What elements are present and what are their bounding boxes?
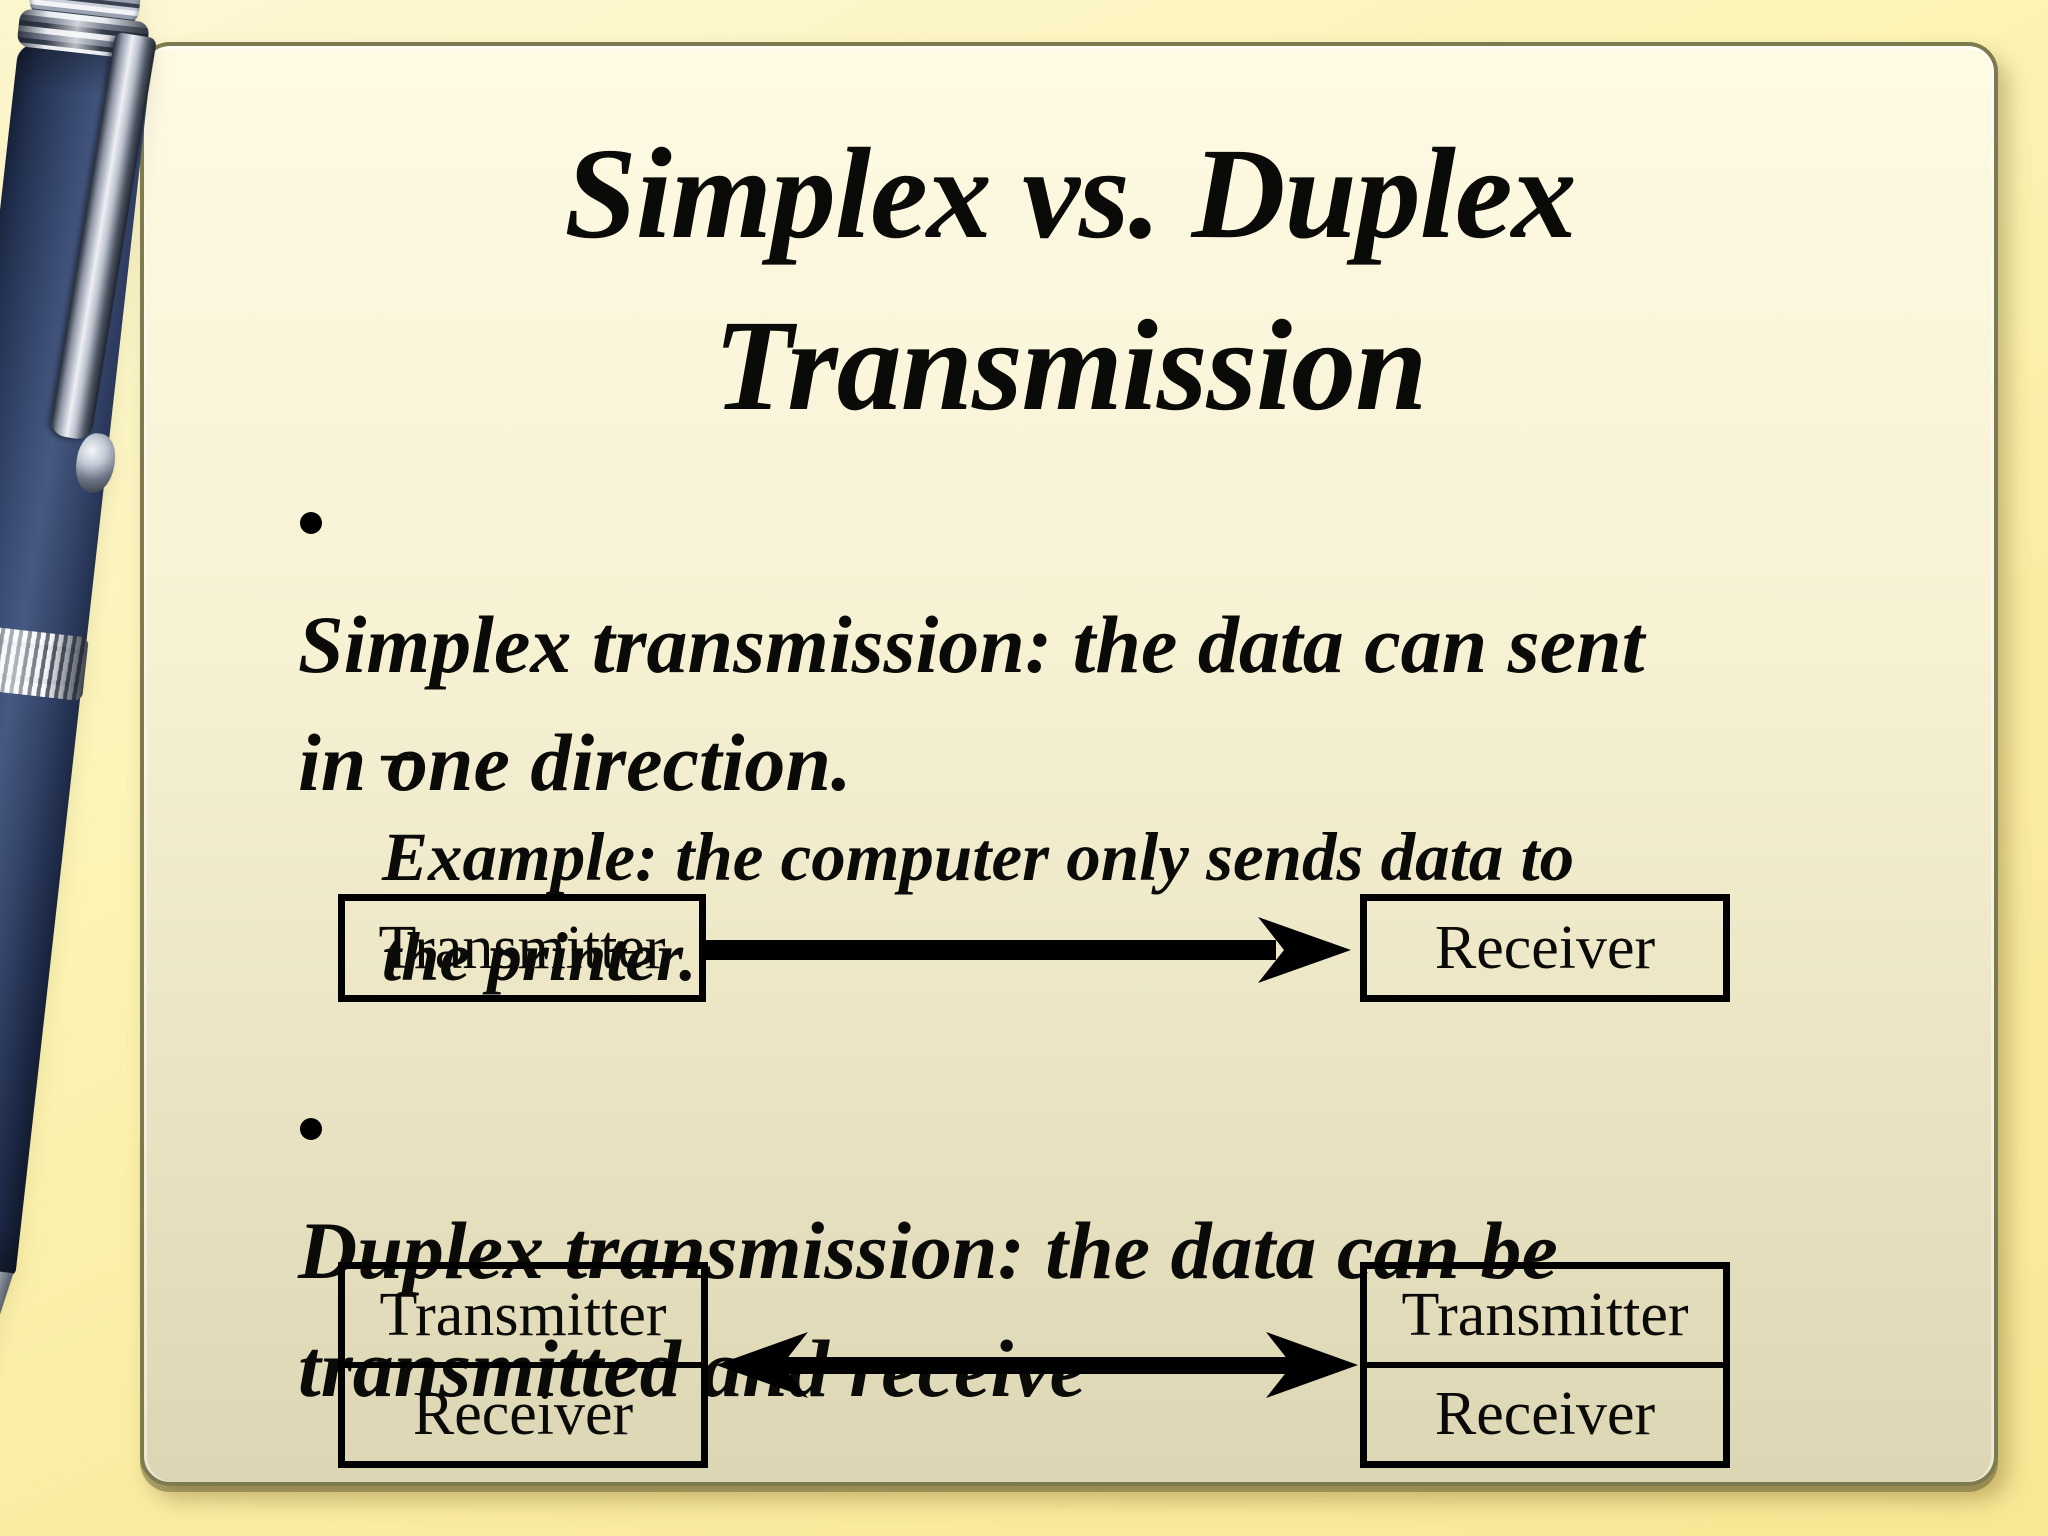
simplex-receiver-label: Receiver xyxy=(1434,913,1656,982)
pen-tip-knurl-ring xyxy=(0,1314,2,1350)
simplex-receiver-box: Receiver xyxy=(1360,894,1730,1002)
duplex-double-arrow xyxy=(716,1332,1358,1398)
bullet-simplex-line1: Simplex transmission: the data can sent xyxy=(298,599,1645,690)
duplex-left-transmitter-cell: Transmitter xyxy=(345,1269,701,1362)
simplex-transmitter-label: Transmitter xyxy=(378,913,666,982)
slide-title-line2: Transmission xyxy=(713,294,1428,438)
bullet-simplex: • Simplex transmission: the data can sen… xyxy=(298,468,1644,822)
bullet-simplex-line2: in one direction. xyxy=(298,717,852,808)
duplex-left-box: Transmitter Receiver xyxy=(338,1262,708,1468)
slide-title: Simplex vs. Duplex Transmission xyxy=(190,108,1950,452)
duplex-left-receiver-cell: Receiver xyxy=(345,1362,701,1461)
bullet-example: – Example: the computer only sends data … xyxy=(382,707,1574,1007)
duplex-left-receiver-label: Receiver xyxy=(412,1380,634,1448)
duplex-right-box: Transmitter Receiver xyxy=(1360,1262,1730,1468)
duplex-right-receiver-label: Receiver xyxy=(1434,1380,1656,1448)
bullet-duplex-line1: Duplex transmission: the data can be xyxy=(298,1205,1558,1296)
duplex-right-transmitter-label: Transmitter xyxy=(1401,1281,1689,1349)
dash-bullet-icon: – xyxy=(382,713,417,789)
simplex-transmitter-box: Transmitter xyxy=(338,894,706,1002)
slide-sheet xyxy=(140,42,1998,1486)
duplex-right-transmitter-cell: Transmitter xyxy=(1367,1269,1723,1362)
simplex-arrow-right xyxy=(706,917,1351,983)
bullet-dot-icon: • xyxy=(300,512,322,534)
duplex-left-transmitter-label: Transmitter xyxy=(379,1281,667,1349)
bullet-example-line1: Example: the computer only sends data to xyxy=(382,819,1575,895)
bullet-example-line2: the printer. xyxy=(382,919,697,995)
duplex-right-receiver-cell: Receiver xyxy=(1367,1362,1723,1461)
slide-title-line1: Simplex vs. Duplex xyxy=(564,122,1576,266)
bullet-duplex: • Duplex transmission: the data can be t… xyxy=(298,1074,1558,1428)
bullet-dot-icon: • xyxy=(300,1118,322,1140)
